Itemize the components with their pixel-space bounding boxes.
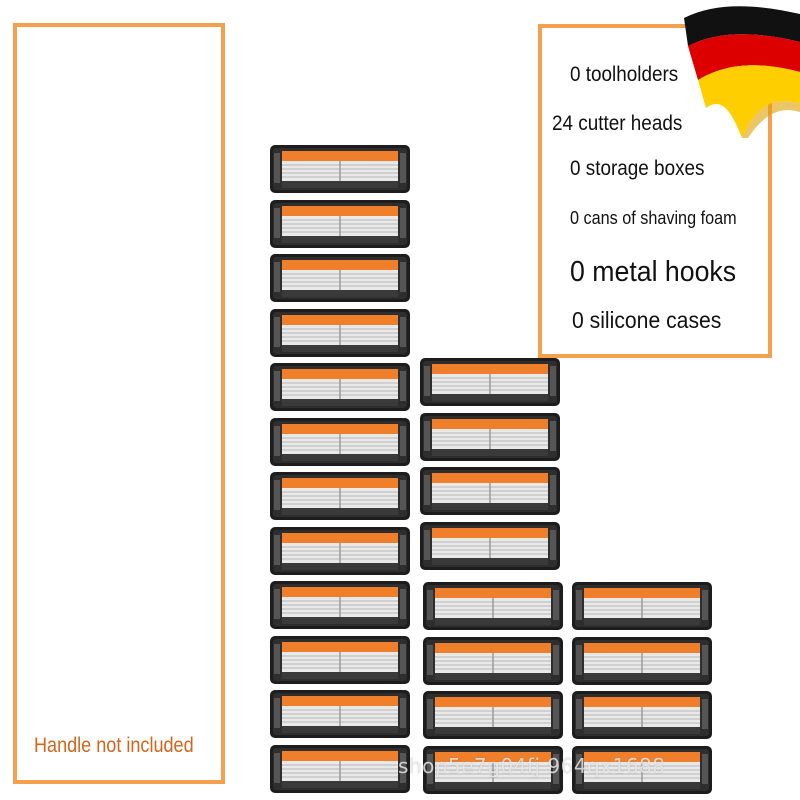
contents-item-shaving-foam: 0 cans of shaving foam [570,208,737,228]
razor-cartridge [420,358,560,406]
handle-note: Handle not included [34,734,194,757]
razor-cartridge [572,582,712,630]
razor-cartridge [270,744,410,793]
razor-cartridge [270,308,410,357]
contents-item-cutter-heads: 24 cutter heads [552,112,683,135]
razor-cartridge [270,472,410,520]
handle-note-frame [13,23,225,784]
razor-cartridge [270,199,410,248]
razor-cartridge [270,526,410,575]
razor-cartridge [270,417,410,466]
watermark-text: shop5e7g04fj 964qx1688 [398,754,666,778]
razor-cartridge [270,690,410,738]
contents-item-toolholders: 0 toolholders [570,63,679,86]
razor-cartridge [572,636,712,685]
razor-cartridge [423,745,563,794]
razor-cartridge [270,635,410,684]
razor-cartridge [572,745,712,794]
razor-cartridge [420,412,560,461]
razor-cartridge [270,254,410,302]
contents-item-metal-hooks: 0 metal hooks [570,256,737,288]
razor-cartridge [270,363,410,411]
razor-cartridge [423,691,563,739]
contents-item-silicone-cases: 0 silicone cases [572,307,722,333]
contents-item-storage-boxes: 0 storage boxes [570,157,705,180]
razor-cartridge [270,145,410,193]
razor-cartridge [423,582,563,630]
razor-cartridge [572,691,712,739]
razor-cartridge [270,581,410,629]
razor-cartridge [420,521,560,570]
razor-cartridge [420,467,560,515]
germany-flag-icon [676,0,800,140]
razor-cartridge [423,636,563,685]
